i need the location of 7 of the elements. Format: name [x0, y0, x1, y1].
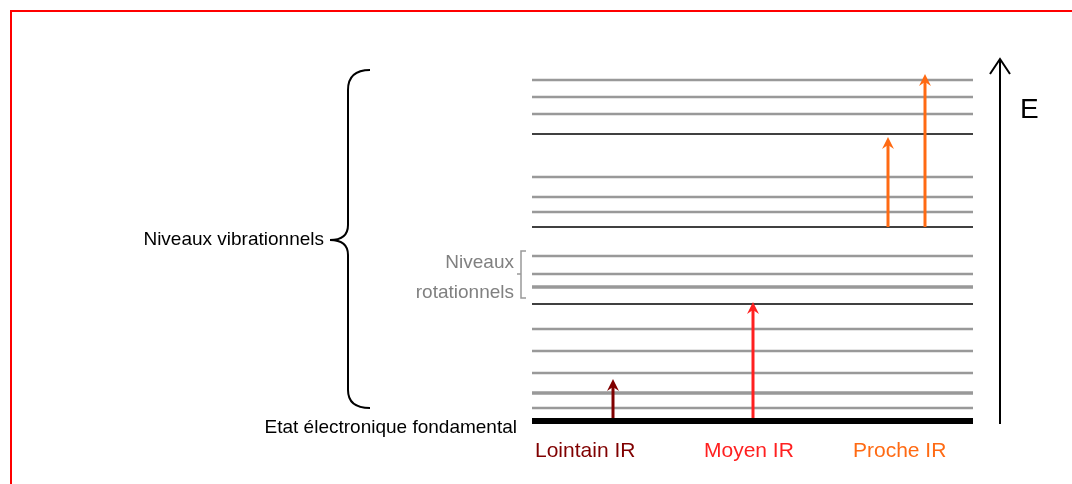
level-label: Etat électronique fondamental: [264, 417, 517, 438]
group-label: Niveaux rotationnels: [414, 250, 514, 304]
band-label: Moyen IR: [704, 438, 794, 462]
band-label: Proche IR: [853, 438, 947, 462]
axis-label: E: [1020, 94, 1039, 125]
group-label: Niveaux vibrationnels: [143, 229, 324, 250]
band-label: Lointain IR: [535, 438, 636, 462]
